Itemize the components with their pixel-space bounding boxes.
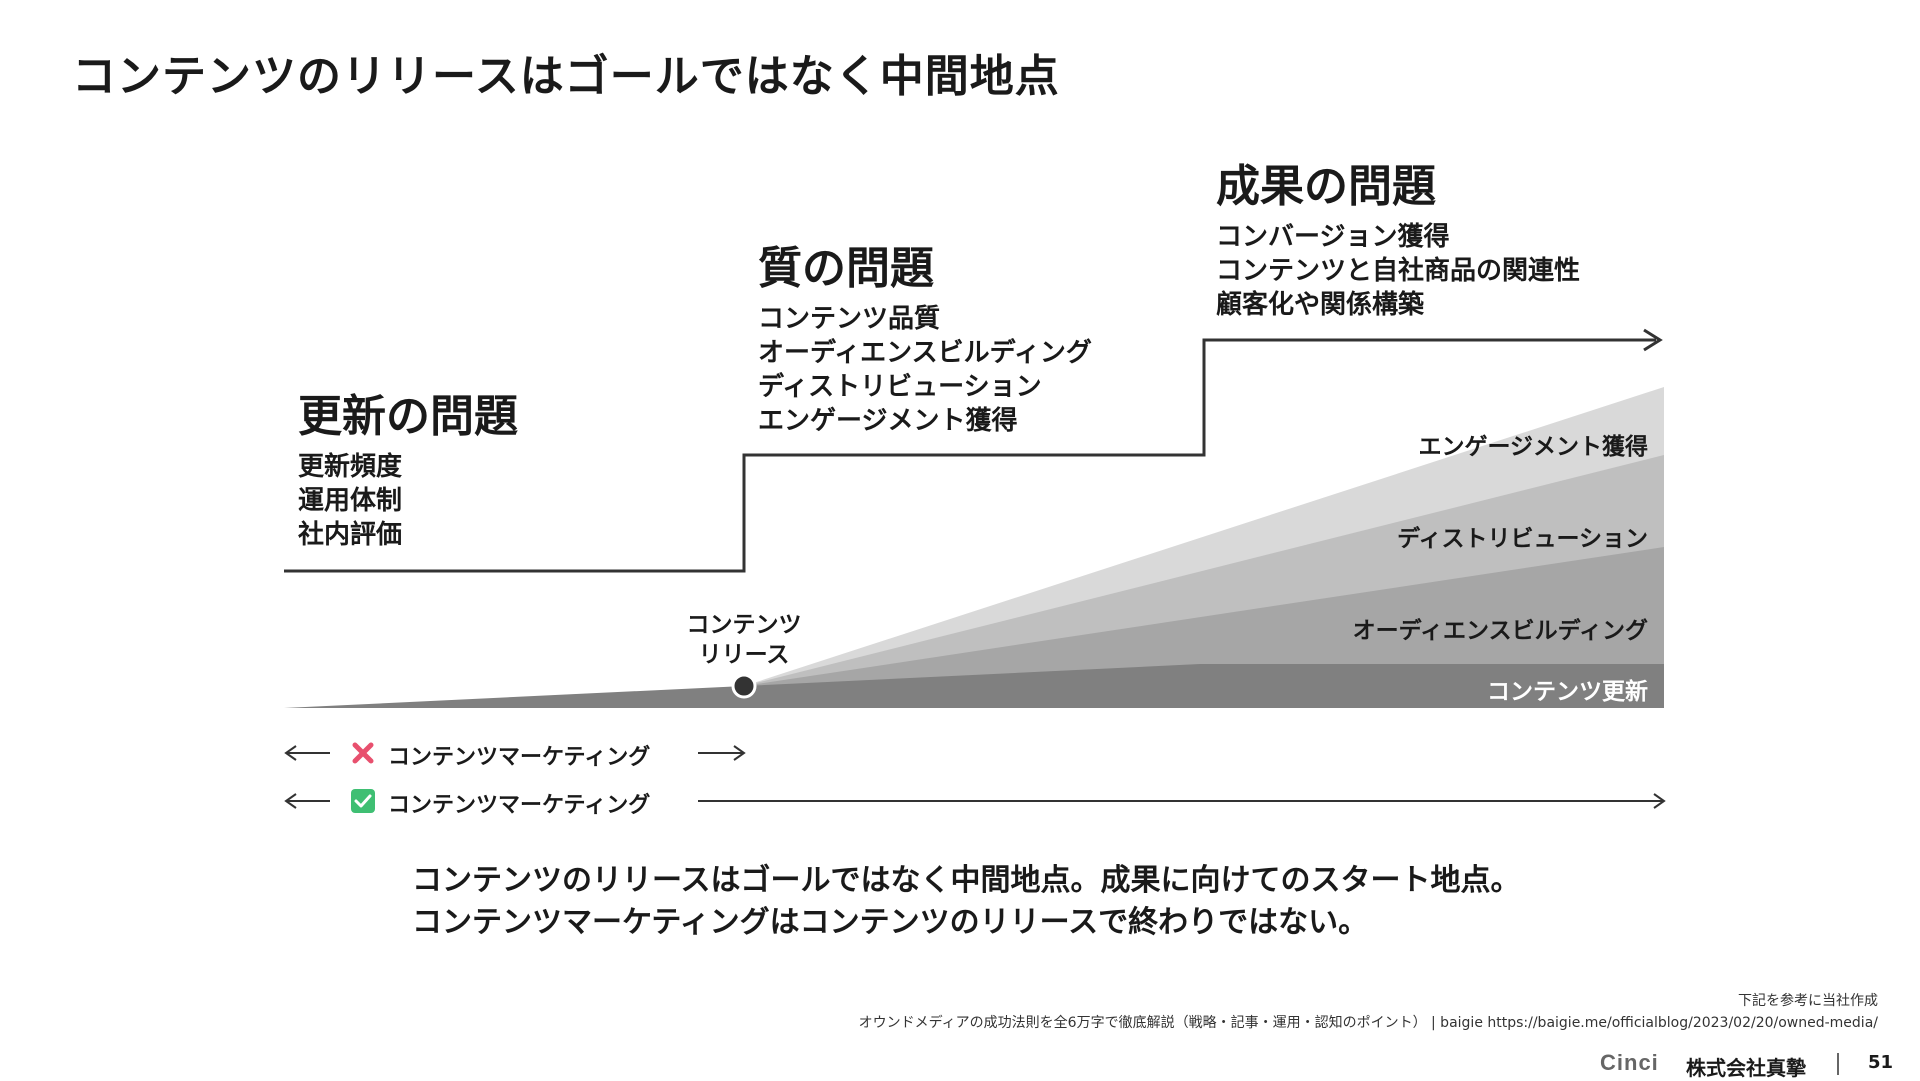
cross-mark-icon	[351, 741, 375, 765]
release-point-icon	[731, 673, 757, 699]
stage-item: コンバージョン獲得	[1216, 222, 1450, 252]
summary-line: コンテンツのリリースはゴールではなく中間地点。成果に向けてのスタート地点。	[412, 863, 1521, 898]
right-arrow-icon	[1653, 793, 1666, 809]
layer-label-content-update: コンテンツ更新	[1487, 679, 1648, 705]
right-arrow-icon	[733, 745, 746, 761]
cm-label-correct: コンテンツマーケティング	[388, 793, 651, 818]
layer-label-audience: オーディエンスビルディング	[1352, 618, 1648, 644]
check-mark-icon	[351, 789, 375, 813]
summary-line: コンテンツマーケティングはコンテンツのリリースで終わりではない。	[412, 905, 1369, 940]
company-name: 株式会社真摯	[1686, 1056, 1806, 1080]
left-arrow-icon	[284, 793, 297, 809]
stage-item: 社内評価	[298, 520, 403, 550]
cm-label-wrong: コンテンツマーケティング	[388, 745, 651, 770]
stage-items-quality: コンテンツ品質 オーディエンスビルディング ディストリビューション エンゲージメ…	[758, 302, 1092, 438]
release-label-line: リリース	[698, 642, 790, 668]
layer-label-engagement: エンゲージメント獲得	[1418, 434, 1648, 460]
stage-item: コンテンツ品質	[758, 304, 941, 334]
release-label: コンテンツ リリース	[664, 610, 824, 670]
stage-item: オーディエンスビルディング	[758, 338, 1092, 368]
release-label-line: コンテンツ	[686, 612, 802, 638]
stage-item: エンゲージメント獲得	[758, 406, 1018, 436]
summary-text: コンテンツのリリースはゴールではなく中間地点。成果に向けてのスタート地点。 コン…	[412, 860, 1521, 944]
step-line	[284, 338, 1656, 573]
stage-title-quality: 質の問題	[758, 243, 934, 294]
stage-title-update: 更新の問題	[298, 391, 518, 442]
layer-label-distribution: ディストリビューション	[1397, 526, 1648, 552]
company-logo: Cinci	[1600, 1050, 1659, 1075]
slide-title: コンテンツのリリースはゴールではなく中間地点	[72, 51, 1060, 102]
stage-title-results: 成果の問題	[1216, 161, 1436, 212]
stage-items-results: コンバージョン獲得 コンテンツと自社商品の関連性 顧客化や関係構築	[1216, 220, 1580, 322]
page-number: 51	[1868, 1052, 1894, 1073]
step-arrow-head-icon	[1643, 328, 1663, 352]
stage-item: 更新頻度	[298, 452, 403, 482]
layer-content-update	[284, 664, 1664, 708]
left-arrow-icon	[284, 745, 297, 761]
source-note: 下記を参考に当社作成	[1738, 993, 1878, 1009]
stage-item: 顧客化や関係構築	[1216, 290, 1425, 320]
stage-item: 運用体制	[298, 486, 403, 516]
stage-items-update: 更新頻度 運用体制 社内評価	[298, 450, 402, 552]
stage-item: コンテンツと自社商品の関連性	[1216, 256, 1581, 286]
source-citation: オウンドメディアの成功法則を全6万字で徹底解説（戦略・記事・運用・認知のポイント…	[858, 1015, 1878, 1031]
stage-item: ディストリビューション	[758, 372, 1042, 402]
